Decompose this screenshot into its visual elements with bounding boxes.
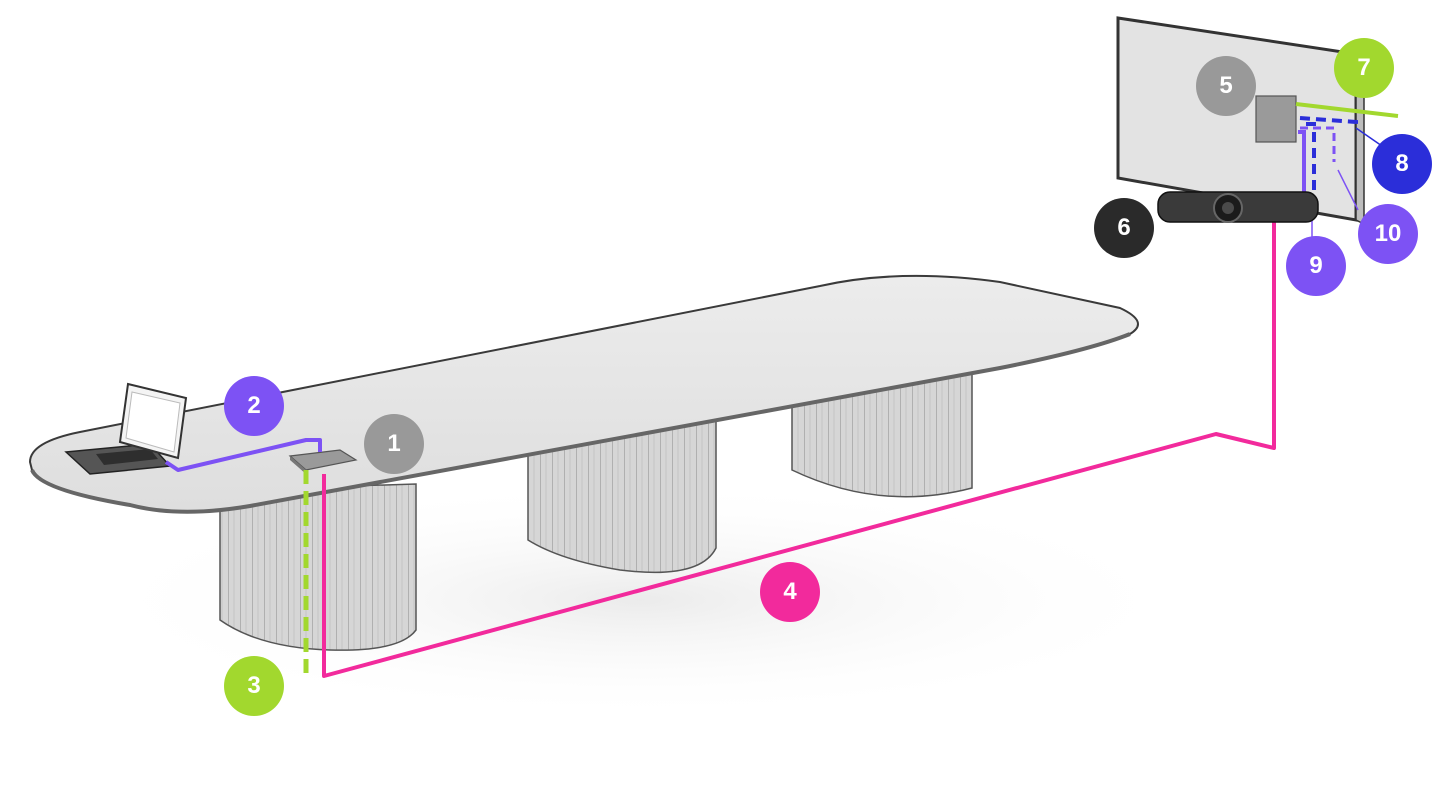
marker-4: 4 [760, 562, 820, 622]
marker-7: 7 [1334, 38, 1394, 98]
display-blue-cable-down [1306, 122, 1316, 210]
table-leg-front [219, 483, 417, 651]
table-connection-box [288, 449, 358, 474]
leader-line-8 [1355, 127, 1383, 147]
laptop [64, 382, 188, 475]
marker-2: 2 [224, 376, 284, 436]
table-to-display-cable [322, 142, 1276, 678]
display-box [1255, 95, 1297, 143]
marker-1: 1 [364, 414, 424, 474]
leader-line-10 [1337, 169, 1359, 211]
marker-8: 8 [1372, 134, 1432, 194]
marker-10: 10 [1358, 204, 1418, 264]
display-power-cable [1295, 102, 1399, 118]
table-leg-middle [527, 411, 717, 574]
marker-3: 3 [224, 656, 284, 716]
video-bar [1157, 191, 1319, 223]
marker-9: 9 [1286, 236, 1346, 296]
display-purple-dashed-cable [1300, 126, 1336, 162]
laptop-cable [164, 438, 322, 472]
table-top [28, 274, 1139, 514]
display-blue-cable [1299, 116, 1358, 128]
marker-5: 5 [1196, 56, 1256, 116]
marker-6: 6 [1094, 198, 1154, 258]
